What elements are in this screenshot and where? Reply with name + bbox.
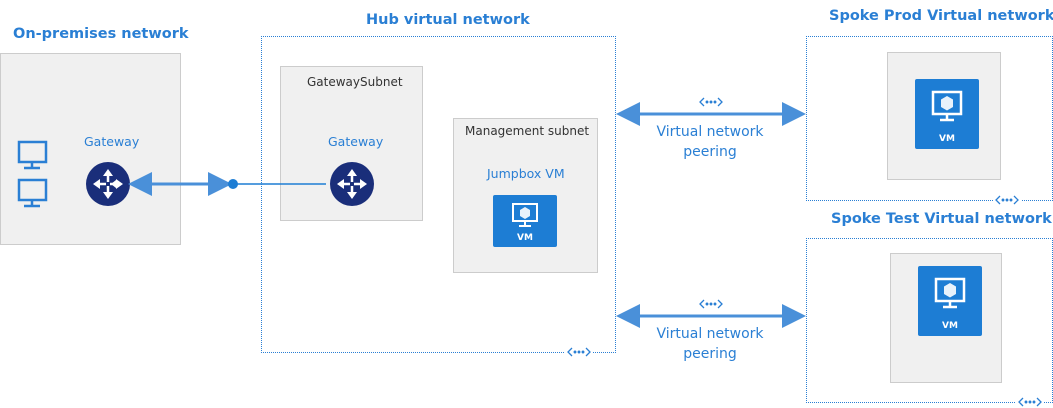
peering-bottom-line2: peering	[683, 346, 737, 362]
hub-vnet-icon	[565, 346, 593, 358]
jumpbox-vm-label: VM	[517, 233, 533, 243]
peering-bottom-line1: Virtual network	[656, 326, 764, 342]
spoke-test-title: Spoke Test Virtual network	[831, 211, 1052, 227]
monitor-icon-2	[17, 178, 48, 208]
jumpbox-monitor-icon	[512, 203, 538, 227]
hub-network-box	[261, 36, 616, 353]
spoke-test-vm-label: VM	[942, 321, 958, 331]
hub-router-icon	[330, 162, 374, 206]
monitor-icon	[17, 140, 48, 170]
management-subnet-label: Management subnet	[465, 124, 590, 138]
jumpbox-label: Jumpbox VM	[487, 166, 565, 181]
peering-top-line1: Virtual network	[656, 124, 764, 140]
spoke-prod-vm-icon[interactable]: VM	[915, 79, 979, 149]
peering-bottom-label: Virtual network peering	[630, 324, 790, 364]
peering-top-label: Virtual network peering	[630, 122, 790, 162]
hub-gateway-label: Gateway	[328, 134, 384, 149]
spoke-prod-title: Spoke Prod Virtual network	[829, 8, 1053, 24]
onprem-network-box	[0, 53, 181, 245]
spoke-test-vm-icon[interactable]: VM	[918, 266, 982, 336]
peering-top-line2: peering	[683, 144, 737, 160]
spoke-test-monitor-icon	[934, 277, 966, 309]
spoke-test-vnet-icon	[1016, 396, 1044, 408]
spoke-prod-monitor-icon	[931, 90, 963, 122]
spoke-prod-vnet-icon	[993, 194, 1021, 206]
peering-icon	[699, 97, 723, 107]
gateway-subnet-label: GatewaySubnet	[307, 75, 403, 89]
spoke-prod-vm-label: VM	[939, 134, 955, 144]
onprem-title: On-premises network	[13, 26, 189, 42]
onprem-router-icon	[86, 162, 130, 206]
onprem-gateway-label: Gateway	[84, 134, 140, 149]
peering-icon	[699, 299, 723, 309]
hub-title: Hub virtual network	[366, 12, 530, 28]
jumpbox-vm-icon[interactable]: VM	[493, 195, 557, 247]
